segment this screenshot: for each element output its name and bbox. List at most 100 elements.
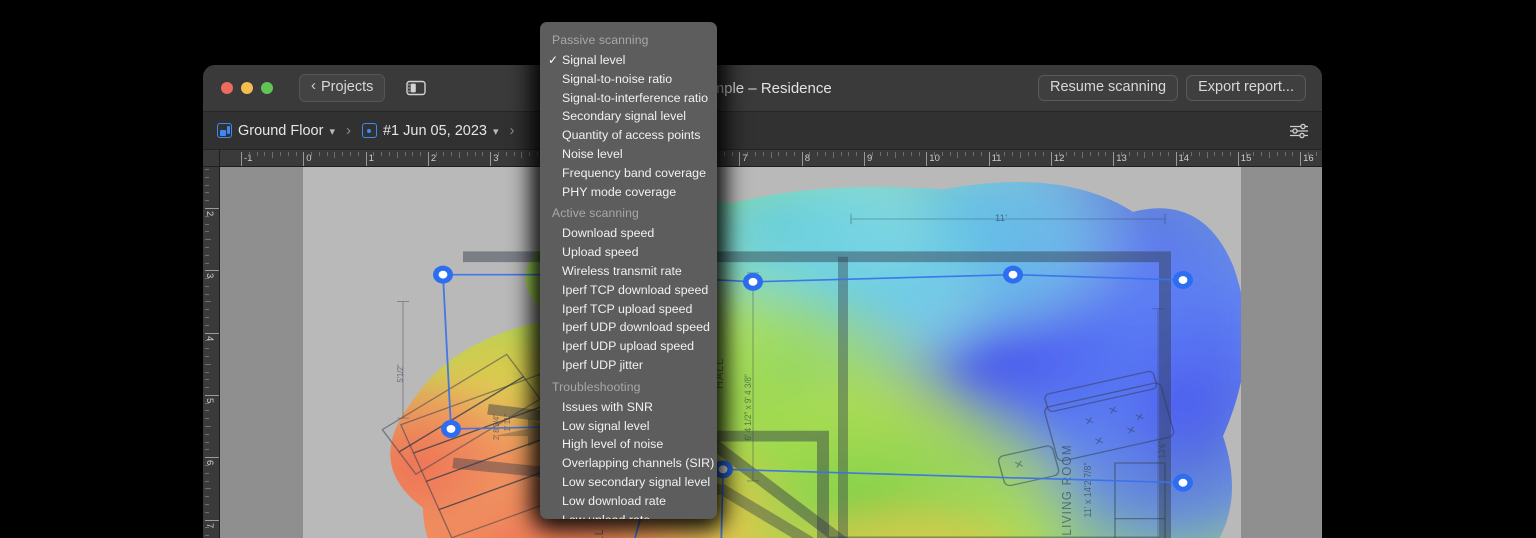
ruler-tick-minor [350, 152, 352, 156]
ruler-tick-minor [1253, 152, 1255, 156]
ruler-tick-major [427, 152, 429, 166]
survey-path-layer[interactable] [303, 167, 1241, 538]
ruler-tick-minor [205, 535, 209, 537]
ruler-tick-major [241, 152, 242, 166]
traffic-light-buttons[interactable] [221, 82, 273, 94]
zoom-window-button[interactable] [261, 82, 273, 94]
ruler-tick-minor [1261, 152, 1263, 156]
menu-item[interactable]: Low upload rate [540, 511, 717, 519]
ruler-tick-minor [1128, 152, 1130, 156]
ruler-tick-major [205, 208, 219, 209]
menu-item-label: Low download rate [562, 493, 667, 508]
titlebar-actions: Resume scanning Export report... [1038, 65, 1306, 111]
breadcrumb-survey-label: #1 Jun 05, 2023 [382, 122, 487, 139]
chevron-left-icon: ‹ [311, 77, 316, 95]
ruler-tick-minor [895, 152, 897, 158]
ruler-tick-minor [205, 363, 211, 365]
visualization-settings-button[interactable] [1288, 112, 1310, 149]
menu-item-label: Iperf UDP jitter [562, 357, 644, 372]
ruler-tick-minor [825, 152, 827, 156]
menu-item[interactable]: Issues with SNR [540, 398, 717, 417]
menu-item[interactable]: Iperf UDP jitter [540, 356, 717, 375]
resume-scanning-button[interactable]: Resume scanning [1038, 74, 1179, 102]
ruler-tick-minor [287, 152, 289, 156]
ruler-tick-minor [205, 488, 211, 490]
ruler-tick-major [205, 519, 219, 521]
horizontal-ruler[interactable]: -101234567891011121314151617 [203, 150, 1322, 167]
svg-text:HALL: HALL [594, 528, 607, 538]
breadcrumb-survey[interactable]: #1 Jun 05, 2023 ▾ [361, 122, 499, 139]
breadcrumb-floor-label: Ground Floor [238, 122, 324, 139]
menu-item[interactable]: Low signal level [540, 417, 717, 436]
menu-item[interactable]: ✓Signal level [540, 51, 717, 70]
ruler-tick-minor [1074, 152, 1076, 156]
back-to-projects-button[interactable]: ‹ Projects [299, 74, 386, 102]
ruler-tick-minor [205, 355, 209, 357]
ruler-label: 3 [493, 153, 499, 164]
menu-item[interactable]: Noise level [540, 145, 717, 164]
breadcrumb-separator-2: › [509, 122, 515, 139]
menu-item[interactable]: Signal-to-noise ratio [540, 70, 717, 89]
floorplan-page[interactable]: 11' 3' 1/2" 13'6" 5'1/2" LIVING ROOM 11'… [303, 167, 1246, 538]
menu-item[interactable]: Iperf UDP upload speed [540, 337, 717, 356]
export-report-button[interactable]: Export report... [1186, 74, 1306, 102]
ruler-tick-minor [1027, 152, 1029, 156]
ruler-tick-minor [817, 152, 819, 156]
menu-item-label: Noise level [562, 146, 623, 161]
menu-item[interactable]: Quantity of access points [540, 126, 717, 145]
ruler-tick-minor [205, 192, 209, 194]
ruler-tick-minor [1307, 152, 1309, 156]
menu-item-label: Iperf UDP download speed [562, 320, 710, 335]
plan-canvas[interactable]: 11' 3' 1/2" 13'6" 5'1/2" LIVING ROOM 11'… [220, 167, 1322, 538]
sidebar-toggle-button[interactable] [403, 78, 429, 98]
ruler-tick-minor [786, 152, 788, 156]
menu-item[interactable]: Frequency band coverage [540, 164, 717, 183]
minimize-window-button[interactable] [241, 82, 253, 94]
ruler-tick-minor [205, 449, 209, 451]
menu-item[interactable]: Overlapping channels (SIR) [540, 454, 717, 473]
ruler-tick-minor [809, 152, 811, 156]
menu-item[interactable]: Low download rate [540, 492, 717, 511]
ruler-tick-minor [1191, 152, 1193, 156]
menu-item[interactable]: Iperf UDP download speed [540, 318, 717, 337]
menu-item-label: Iperf TCP upload speed [562, 301, 693, 316]
ruler-tick-minor [205, 285, 209, 287]
ruler-tick-minor [747, 152, 749, 156]
ruler-tick-major [926, 152, 928, 166]
menu-section-header: Troubleshooting [552, 379, 641, 394]
menu-item[interactable]: Wireless transmit rate [540, 262, 717, 281]
ruler-tick-minor [295, 152, 297, 156]
close-window-button[interactable] [221, 82, 233, 94]
survey-snapshot-icon [361, 123, 377, 138]
menu-section-header: Passive scanning [552, 33, 649, 47]
menu-item[interactable]: Signal-to-interference ratio [540, 89, 717, 108]
menu-item[interactable]: High level of noise [540, 435, 717, 454]
ruler-tick-minor [205, 246, 209, 248]
ruler-tick-minor [505, 152, 507, 156]
ruler-label: 15 [1240, 153, 1252, 164]
ruler-tick-minor [412, 152, 414, 156]
back-to-projects-label: Projects [321, 78, 374, 95]
menu-item[interactable]: Secondary signal level [540, 107, 717, 126]
ruler-tick-minor [205, 254, 209, 256]
ruler-tick-minor [1089, 152, 1091, 156]
ruler-tick-minor [342, 152, 344, 156]
breadcrumb-floor[interactable]: Ground Floor ▾ [217, 123, 335, 139]
menu-item[interactable]: Low secondary signal level [540, 473, 717, 492]
menu-item[interactable]: Iperf TCP download speed [540, 281, 717, 300]
menu-item-label: Frequency band coverage [562, 165, 706, 180]
ruler-tick-major [739, 152, 741, 166]
ruler-tick-minor [1222, 152, 1224, 156]
menu-item[interactable]: Download speed [540, 224, 717, 243]
menu-item[interactable]: Upload speed [540, 243, 717, 262]
menu-item[interactable]: Iperf TCP upload speed [540, 300, 717, 319]
ruler-tick-minor [1152, 152, 1154, 156]
ruler-tick-minor [941, 152, 943, 156]
menu-item-label: Secondary signal level [562, 109, 686, 124]
menu-item[interactable]: PHY mode coverage [540, 183, 717, 202]
ruler-tick-minor [910, 152, 912, 156]
ruler-tick-minor [1120, 152, 1122, 156]
ruler-label: -1 [244, 153, 253, 164]
